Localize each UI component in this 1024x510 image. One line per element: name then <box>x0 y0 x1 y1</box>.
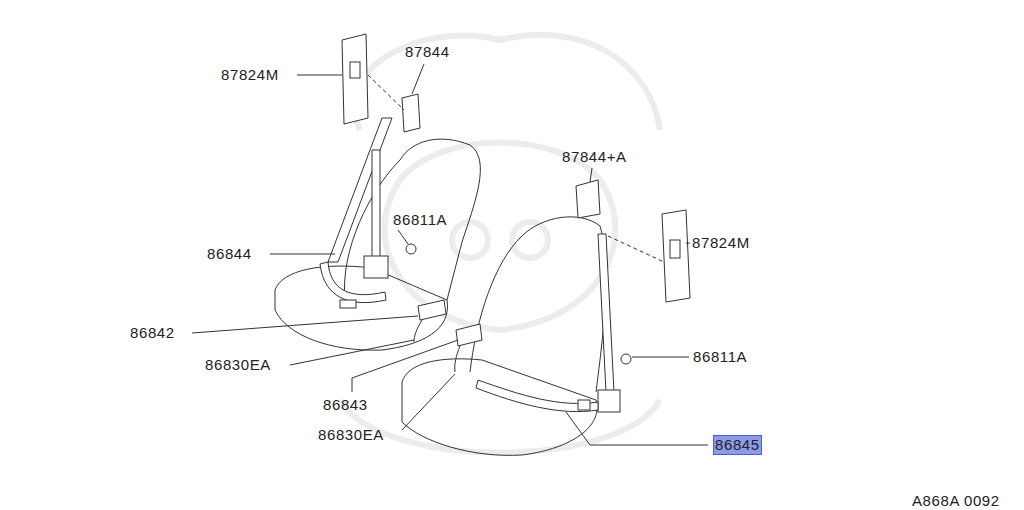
bolt <box>406 244 416 254</box>
dashed-guide <box>608 236 664 262</box>
callout-number: 86842 <box>130 324 175 342</box>
callout-number: 86830EA <box>318 426 384 444</box>
pillar-adjuster <box>342 34 368 124</box>
adjuster-slot <box>350 62 360 78</box>
figure-code: A868A 0092 <box>912 492 1000 510</box>
adjuster-slot <box>670 240 680 258</box>
callout-number: 87824M <box>692 234 750 252</box>
callout-number: 86811A <box>693 348 747 366</box>
leader-line <box>590 168 592 182</box>
buckle-wire <box>455 346 460 372</box>
shoulder-belt <box>328 118 392 262</box>
callout-number: 86830EA <box>205 356 271 374</box>
watermark-stroke <box>354 35 660 130</box>
leader-line <box>632 357 689 358</box>
lap-belt <box>320 262 386 303</box>
anchor-plate <box>578 400 590 410</box>
leader-line <box>566 412 708 445</box>
leader-line <box>402 374 455 430</box>
watermark-stroke <box>452 222 488 258</box>
right-seatback <box>470 217 606 392</box>
pillar-adjuster <box>662 210 690 302</box>
leader-line <box>290 340 414 365</box>
buckle-wire <box>414 320 422 342</box>
leader-line <box>686 243 690 244</box>
callout-number: 87844+A <box>562 148 627 166</box>
leader-line <box>412 64 424 94</box>
leader-line <box>398 230 408 244</box>
watermark <box>340 35 660 453</box>
left-cushion <box>275 266 448 350</box>
bolt <box>621 354 631 364</box>
callout-number: 86811A <box>393 211 447 229</box>
watermark-stroke <box>385 143 616 331</box>
retractor <box>364 256 388 278</box>
dashed-guide <box>368 75 404 110</box>
callout-number: 87824M <box>221 66 279 84</box>
leader-lines <box>192 64 708 445</box>
callout-number: 86844 <box>207 245 252 263</box>
belt-strap <box>372 150 380 258</box>
right-cushion <box>402 359 597 456</box>
anchor-cover <box>402 94 420 132</box>
callout-number: 86845 <box>714 436 761 454</box>
buckle <box>456 324 482 346</box>
leader-line <box>270 254 335 255</box>
seats <box>275 139 606 455</box>
belt-parts <box>320 34 690 412</box>
shoulder-belt <box>598 234 614 392</box>
leader-line <box>352 340 458 392</box>
leader-line <box>297 75 342 76</box>
retractor <box>598 390 620 412</box>
callout-number: 87844 <box>405 43 450 61</box>
lap-belt <box>476 380 598 412</box>
anchor-plate <box>340 300 356 308</box>
leader-line <box>192 316 418 333</box>
callout-number: 86843 <box>323 396 368 414</box>
anchor-cover <box>576 180 600 218</box>
buckle <box>418 300 446 320</box>
